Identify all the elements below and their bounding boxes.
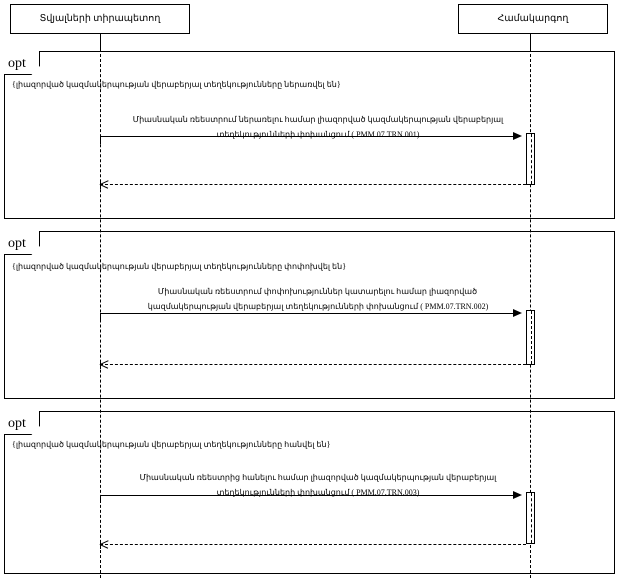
message-label-1-line2: տեղեկությունների փոխանցում ( PMM.07.TRN.… <box>216 130 420 139</box>
combined-fragment-opt-2[interactable] <box>4 231 615 399</box>
activation-inner-lifeline <box>530 493 532 543</box>
reply-arrow-2[interactable] <box>100 364 526 365</box>
message-label-3-line1: Միասնական ռեեստրից հանելու համար լիազորվ… <box>139 473 497 482</box>
lifeline-coordinator <box>530 34 531 578</box>
reply-target-tick-2 <box>100 360 101 369</box>
reply-arrow-3[interactable] <box>100 544 526 545</box>
activation-bar-1 <box>526 133 535 185</box>
participant-data-owner[interactable]: Տվյալների տիրապետող <box>10 4 190 34</box>
lifeline-data-owner <box>100 34 101 578</box>
arrowhead-open-icon-2 <box>100 360 108 368</box>
fragment-operator-text: opt <box>8 416 26 431</box>
combined-fragment-opt-1[interactable] <box>4 51 615 219</box>
arrowhead-filled-icon-2 <box>513 309 522 317</box>
arrowhead-filled-icon-1 <box>513 132 522 140</box>
participant-label: Համակարգող <box>497 13 569 24</box>
reply-target-tick-3 <box>100 540 101 549</box>
message-arrow-1[interactable] <box>100 136 520 137</box>
fragment-operator-text: opt <box>8 56 26 71</box>
participant-label: Տվյալների տիրապետող <box>39 13 161 24</box>
arrowhead-open-icon-1 <box>100 180 108 188</box>
reply-arrow-1[interactable] <box>100 184 526 185</box>
combined-fragment-opt-3[interactable] <box>4 411 615 574</box>
activation-bar-3 <box>526 492 535 544</box>
message-arrow-3[interactable] <box>100 495 520 496</box>
message-label-2-line2: կազմակերպության վերաբերյալ տեղեկությունն… <box>147 302 489 311</box>
activation-inner-lifeline <box>530 134 532 184</box>
fragment-guard-2: {լիազորված կազմակերպության վերաբերյալ տե… <box>12 262 347 271</box>
fragment-guard-1: {լիազորված կազմակերպության վերաբերյալ տե… <box>12 80 341 89</box>
arrowhead-open-icon-3 <box>100 540 108 548</box>
fragment-operator-text: opt <box>8 236 26 251</box>
message-origin-tick-2 <box>100 313 101 321</box>
message-label-1-line1: Միասնական ռեեստրում ներառելու համար լիազ… <box>132 115 504 124</box>
fragment-operator-label-3: opt <box>4 411 40 435</box>
message-arrow-2[interactable] <box>100 313 520 314</box>
fragment-operator-label-1: opt <box>4 51 40 75</box>
message-origin-tick-1 <box>100 136 101 144</box>
message-label-2-line1: Միասնական ռեեստրում փոփոխություններ կատա… <box>157 287 478 296</box>
activation-bar-2 <box>526 310 535 365</box>
participant-coordinator[interactable]: Համակարգող <box>458 4 608 34</box>
message-origin-tick-3 <box>100 495 101 503</box>
message-label-3-line2: տեղեկությունների փոխանցում ( PMM.07.TRN.… <box>216 488 420 497</box>
activation-inner-lifeline <box>530 311 532 364</box>
reply-target-tick-1 <box>100 180 101 189</box>
arrowhead-filled-icon-3 <box>513 491 522 499</box>
fragment-operator-label-2: opt <box>4 231 40 255</box>
fragment-guard-3: {լիազորված կազմակերպության վերաբերյալ տե… <box>12 440 331 449</box>
